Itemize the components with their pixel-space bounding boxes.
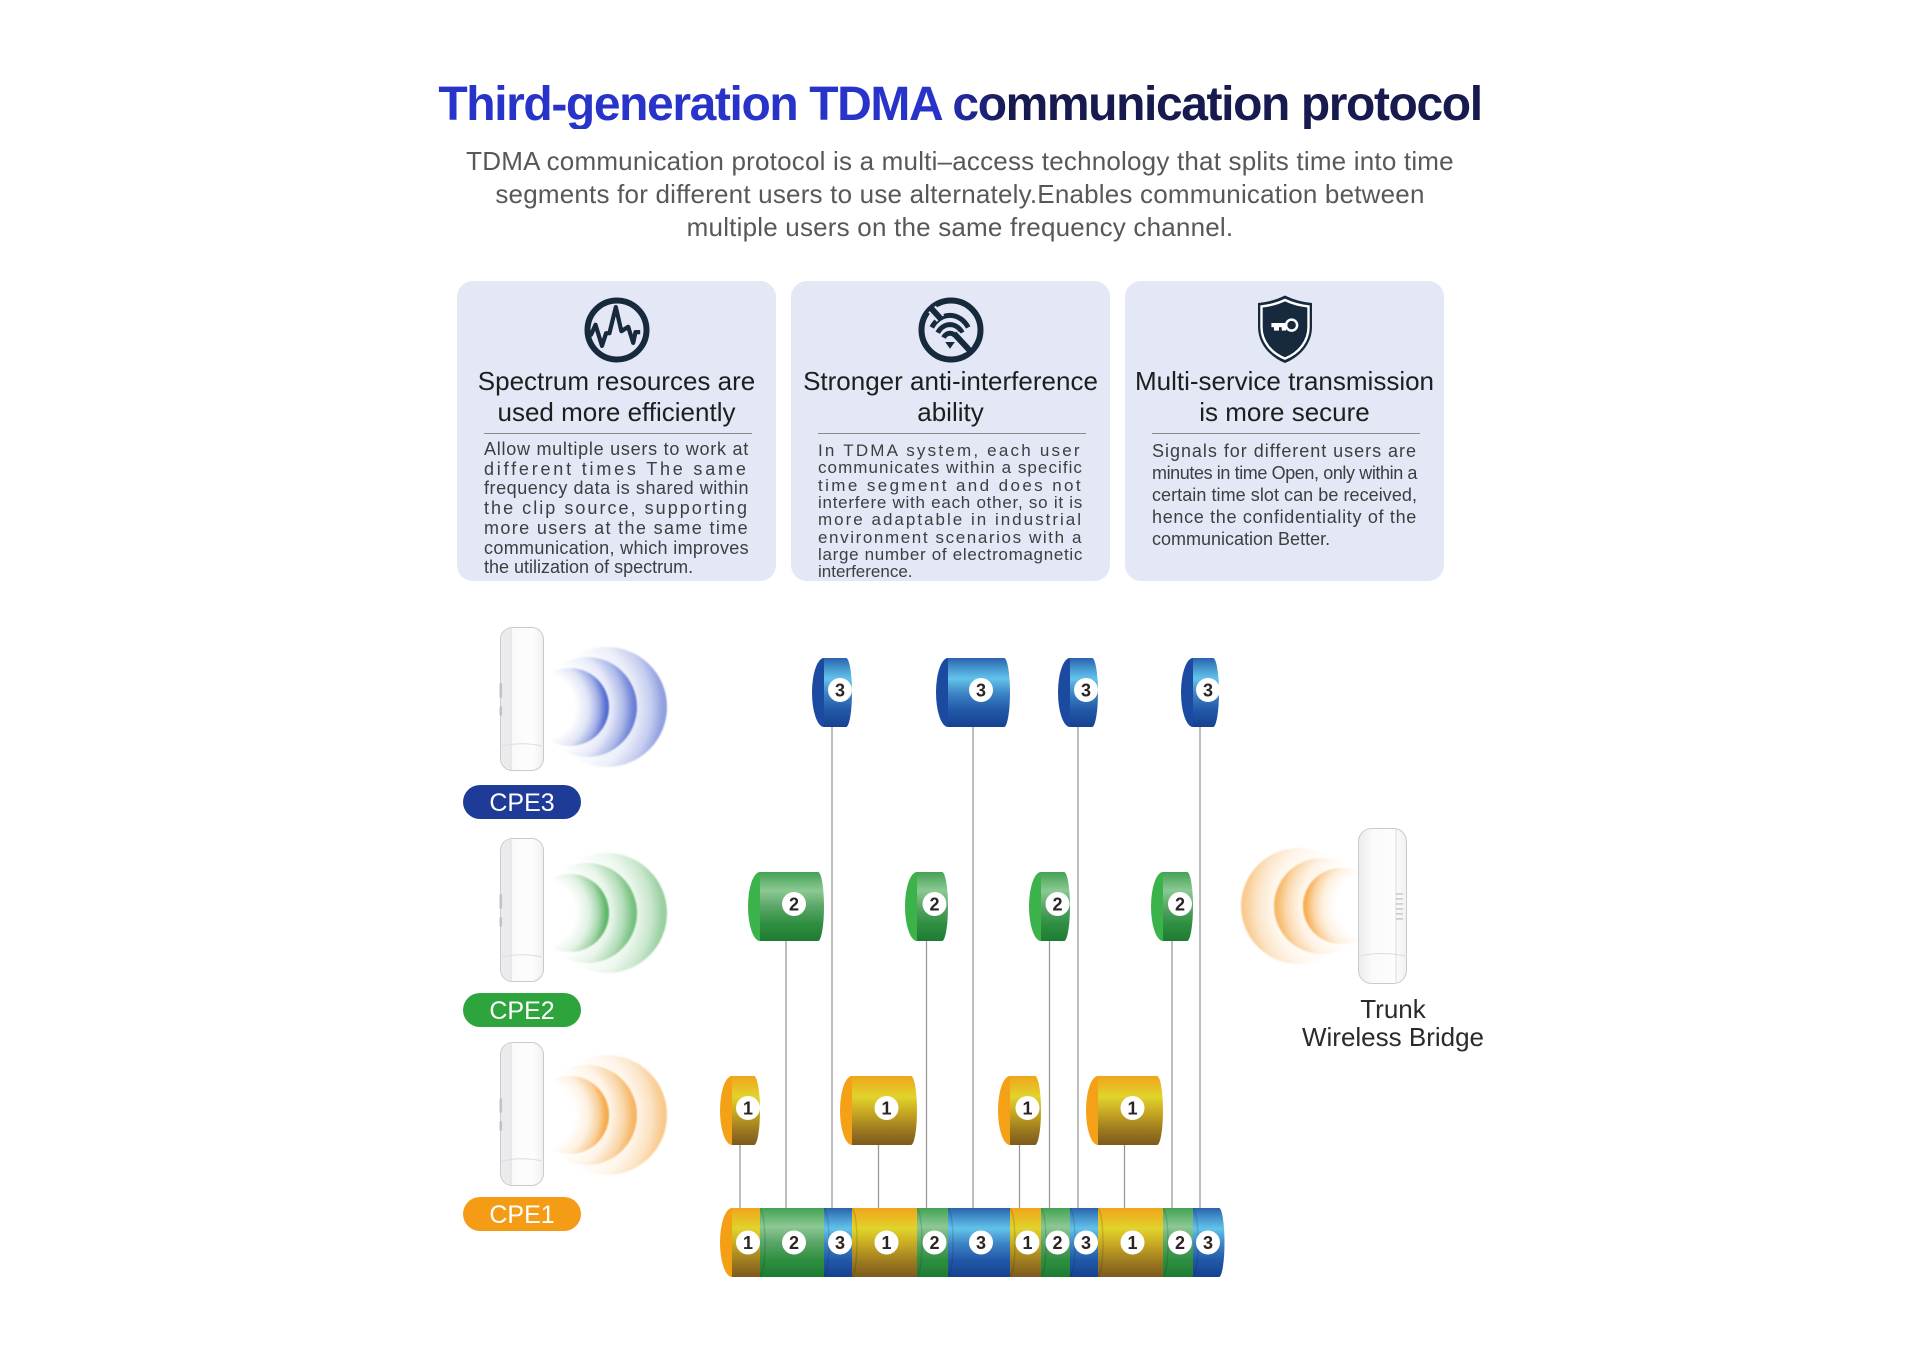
svg-text:1: 1 <box>1127 1099 1137 1119</box>
svg-text:1: 1 <box>881 1233 891 1253</box>
svg-text:1: 1 <box>1022 1099 1032 1119</box>
svg-text:3: 3 <box>1081 1233 1091 1253</box>
svg-text:2: 2 <box>789 895 799 915</box>
svg-text:3: 3 <box>1203 681 1213 701</box>
svg-text:CPE1: CPE1 <box>489 1201 554 1229</box>
svg-text:CPE3: CPE3 <box>489 789 554 817</box>
svg-text:1: 1 <box>1022 1233 1032 1253</box>
svg-text:3: 3 <box>1081 681 1091 701</box>
svg-text:2: 2 <box>1052 895 1062 915</box>
svg-text:1: 1 <box>881 1099 891 1119</box>
svg-text:Wireless Bridge: Wireless Bridge <box>1302 1022 1484 1052</box>
svg-text:2: 2 <box>929 895 939 915</box>
svg-text:2: 2 <box>1175 1233 1185 1253</box>
svg-text:2: 2 <box>1175 895 1185 915</box>
svg-text:3: 3 <box>835 681 845 701</box>
svg-text:CPE2: CPE2 <box>489 997 554 1025</box>
svg-text:1: 1 <box>743 1233 753 1253</box>
svg-text:1: 1 <box>1127 1233 1137 1253</box>
svg-text:3: 3 <box>976 1233 986 1253</box>
svg-text:3: 3 <box>835 1233 845 1253</box>
svg-text:3: 3 <box>1203 1233 1213 1253</box>
svg-text:Trunk: Trunk <box>1360 994 1426 1024</box>
svg-text:3: 3 <box>976 681 986 701</box>
svg-text:1: 1 <box>743 1099 753 1119</box>
svg-text:2: 2 <box>789 1233 799 1253</box>
svg-text:2: 2 <box>929 1233 939 1253</box>
svg-text:2: 2 <box>1052 1233 1062 1253</box>
